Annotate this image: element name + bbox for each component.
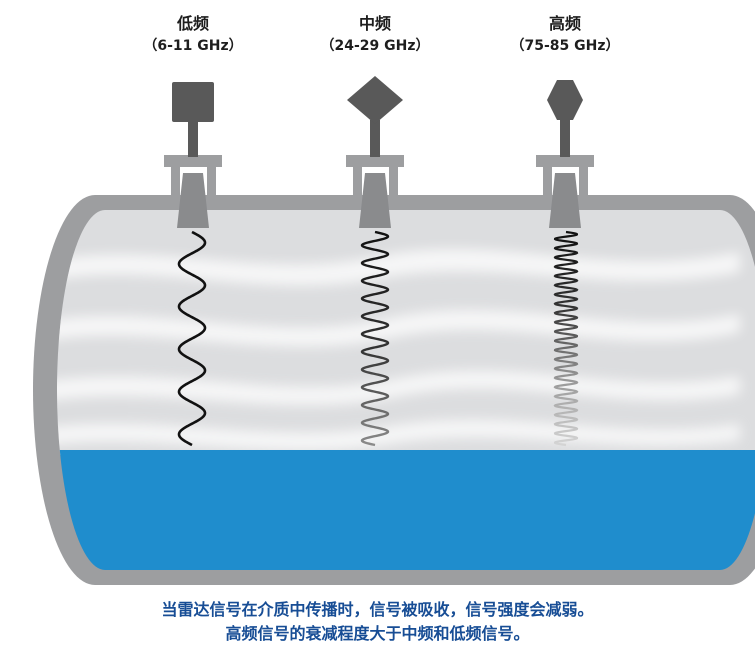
sensor-head-square [172,82,214,122]
sensor-label-high: 高频 （75-85 GHz） [485,14,645,58]
sensor-head-hexagon [547,80,583,120]
sensor-label-mid: 中频 （24-29 GHz） [295,14,455,58]
liquid [57,450,755,570]
sensor-frequency: （24-29 GHz） [320,38,430,54]
sensor-mount-3 [536,120,594,197]
horn-antenna-2 [359,173,391,228]
sensor-mount-1 [164,120,222,197]
sensor-name: 中频 [358,14,391,33]
caption-line-1: 当雷达信号在介质中传播时，信号被吸收，信号强度会减弱。 [161,600,594,619]
horn-antenna-1 [177,173,209,228]
sensor-frequency: （6-11 GHz） [143,38,243,54]
caption-line-2: 高频信号的衰减程度大于中频和低频信号。 [225,624,530,643]
sensor-name: 高频 [548,14,581,33]
mid-frequency-signal-wave [360,230,390,447]
sensor-head-diamond [347,76,403,124]
high-frequency-signal-wave [553,230,579,447]
horn-antenna-3 [549,173,581,228]
sensor-frequency: （75-85 GHz） [510,38,620,54]
caption: 当雷达信号在介质中传播时，信号被吸收，信号强度会减弱。 高频信号的衰减程度大于中… [0,598,755,646]
low-frequency-signal-wave [177,230,207,447]
sensor-mount-2 [346,120,404,197]
sensor-label-low: 低频 （6-11 GHz） [113,14,273,58]
sensor-name: 低频 [176,14,209,33]
